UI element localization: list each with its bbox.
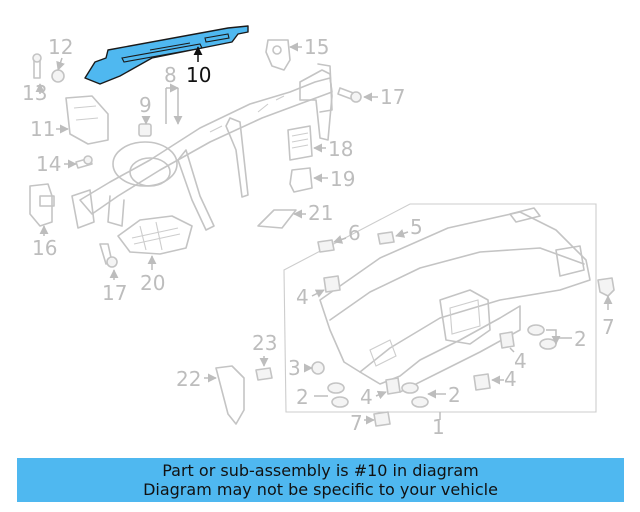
part-8-crossbeam — [71, 63, 333, 231]
callout-19: 19 — [330, 167, 355, 191]
callout-12: 12 — [48, 35, 73, 59]
part-4-clip-d — [385, 377, 401, 395]
part-20-duct — [117, 215, 193, 255]
part-9-clip — [138, 123, 152, 137]
leader-2a — [546, 329, 572, 344]
part-13-bolt — [32, 53, 42, 79]
part-4-clip-a — [323, 275, 341, 293]
callout-7b: 7 — [350, 411, 363, 435]
part-21-sheet — [257, 209, 297, 229]
callout-22: 22 — [176, 367, 201, 391]
banner-line-1: Part or sub-assembly is #10 in diagram — [162, 461, 479, 480]
callout-21: 21 — [308, 201, 333, 225]
part-1-instrument-panel — [283, 203, 597, 413]
leader-4a — [311, 289, 325, 298]
callout-2c: 2 — [448, 383, 461, 407]
callout-18: 18 — [328, 137, 353, 161]
part-18-module — [287, 125, 313, 161]
callout-16: 16 — [32, 236, 57, 260]
callout-10: 10 — [186, 63, 211, 87]
callout-3: 3 — [288, 356, 301, 380]
callout-17a: 17 — [380, 85, 405, 109]
part-17-bolt-b — [99, 243, 118, 268]
callout-11: 11 — [30, 117, 55, 141]
callout-4d: 4 — [360, 385, 373, 409]
part-4-clip-b — [499, 331, 515, 349]
callout-4c: 4 — [504, 367, 517, 391]
part-17-bolt-a — [337, 87, 362, 103]
part-notice-banner: Part or sub-assembly is #10 in diagram D… — [17, 458, 624, 502]
leader-4d — [375, 390, 387, 400]
callout-2b: 2 — [296, 385, 309, 409]
callout-4b: 4 — [514, 349, 527, 373]
part-3-clip — [311, 361, 325, 375]
callout-2a: 2 — [574, 327, 587, 351]
callout-14: 14 — [36, 152, 61, 176]
leader-8b — [165, 88, 178, 124]
part-15-bracket — [265, 39, 291, 71]
callout-23: 23 — [252, 331, 277, 355]
part-7-clip-a — [597, 277, 615, 297]
part-2-grommet-b — [327, 382, 349, 408]
part-11-bracket — [65, 95, 109, 145]
part-7-clip-b — [373, 411, 391, 427]
callout-5: 5 — [410, 215, 423, 239]
part-4-clip-c — [473, 373, 491, 391]
callout-13: 13 — [22, 81, 47, 105]
leader-12 — [56, 57, 65, 71]
part-14-bolt — [75, 155, 93, 169]
part-12-nut — [51, 69, 65, 83]
callout-6: 6 — [348, 221, 361, 245]
callout-1: 1 — [432, 415, 445, 439]
banner-line-2: Diagram may not be specific to your vehi… — [143, 480, 498, 499]
leader-4b — [509, 347, 515, 353]
part-6-clip — [317, 239, 335, 253]
part-2-grommet-a — [527, 324, 557, 350]
part-19-unit — [289, 167, 313, 193]
part-22-panel — [215, 365, 245, 425]
callout-9: 9 — [139, 93, 152, 117]
callout-15: 15 — [304, 35, 329, 59]
callout-17b: 17 — [102, 281, 127, 305]
part-23-clip — [255, 367, 273, 381]
callout-7a: 7 — [602, 315, 615, 339]
leader-6 — [333, 235, 347, 244]
callout-20: 20 — [140, 271, 165, 295]
callout-4a: 4 — [296, 285, 309, 309]
part-16-bracket — [29, 183, 55, 227]
part-5-clip — [377, 231, 395, 245]
part-2-grommet-c — [401, 382, 429, 408]
leader-5 — [395, 229, 409, 238]
callout-8: 8 — [164, 63, 177, 87]
